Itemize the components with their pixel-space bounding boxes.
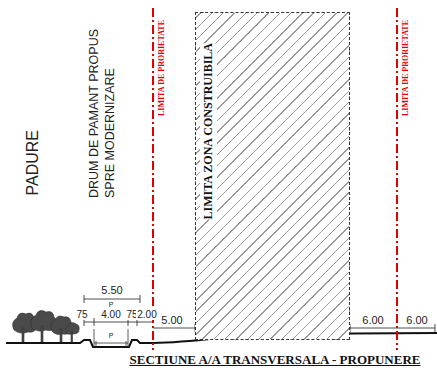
section-caption: SECTIUNE A/A TRANSVERSALA - PROPUNERE <box>130 352 421 368</box>
road-label: DRUM DE PAMANT PROPUS SPRE MODERNIZARE <box>86 8 119 198</box>
property-limit-label: LIMITA DE PRORIETATE <box>401 20 410 116</box>
forest-trees <box>13 311 80 343</box>
zone-label: LIMITA ZONA CONSTRUIBILA <box>200 43 217 219</box>
road-structure <box>94 329 128 347</box>
road-mark: P <box>108 332 115 339</box>
dimension-label: 5.50 <box>100 284 123 296</box>
buildable-zone: LIMITA ZONA CONSTRUIBILA <box>195 12 350 340</box>
dimension-label: 5.00 <box>160 314 183 326</box>
property-limit-label: LIMITA DE PRORIETATE <box>157 20 166 116</box>
dimension-label: 2.00 <box>136 309 157 320</box>
forest-label: PADURE <box>24 130 42 196</box>
property-limit-lines <box>153 8 397 350</box>
dimension-label: 6.00 <box>361 314 384 326</box>
dimension-label: 6.00 <box>405 314 428 326</box>
road-mark: P <box>108 301 115 308</box>
dimension-label: 4.00 <box>100 309 121 320</box>
dimension-label: 75 <box>75 309 88 320</box>
